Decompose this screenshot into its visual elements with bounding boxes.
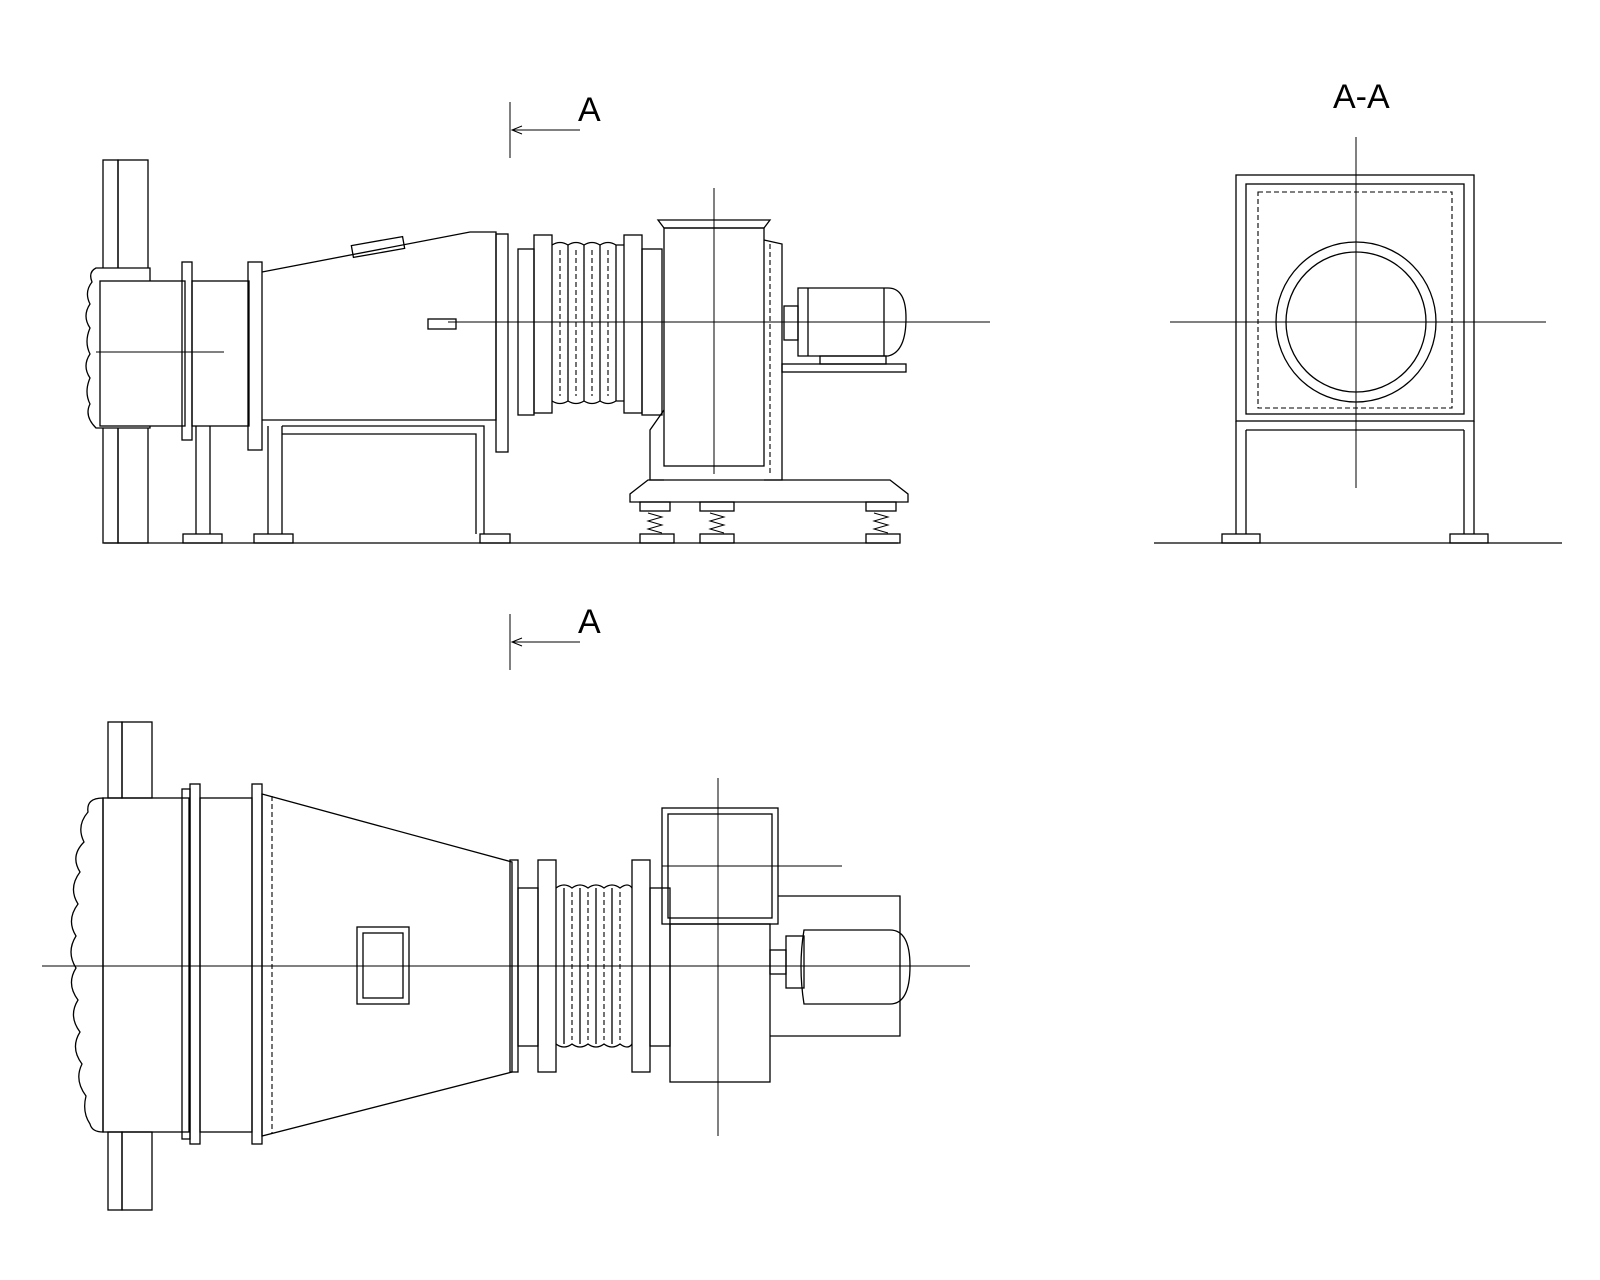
section-marker-top-label: A — [578, 91, 601, 129]
flexible-bellows — [517, 234, 663, 416]
conical-transition — [261, 793, 519, 1137]
conical-transition — [261, 231, 509, 453]
inlet-duct — [102, 783, 263, 1145]
fan-housing — [661, 778, 901, 1136]
inspection-port — [427, 318, 457, 330]
side-elevation-view — [85, 159, 990, 544]
motor — [781, 287, 907, 373]
fan-housing — [448, 188, 990, 481]
motor — [769, 929, 911, 1005]
vibration-isolated-base — [629, 479, 909, 544]
section-view-title: A-A — [1333, 78, 1390, 116]
support-frame — [1221, 421, 1489, 544]
spring-isolator — [699, 501, 735, 544]
section-marker-bottom-label: A — [578, 603, 601, 641]
plan-view — [42, 721, 970, 1211]
section-marker-bottom: A — [509, 603, 601, 670]
spring-isolator — [639, 501, 675, 544]
inlet-duct — [96, 261, 263, 451]
section-marker-top: A — [509, 91, 601, 158]
support-frame — [182, 425, 511, 544]
spring-isolator — [865, 501, 901, 544]
section-view-a-a: A-A — [1154, 78, 1562, 544]
